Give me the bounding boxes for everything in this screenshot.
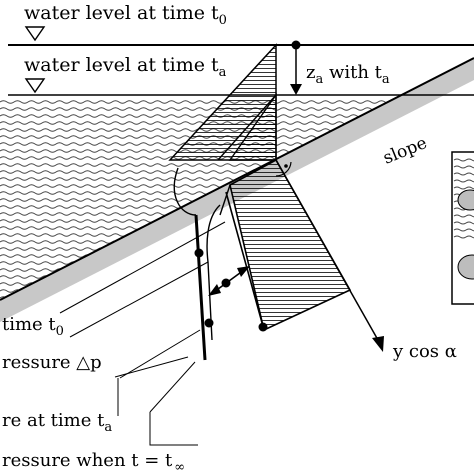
- right-angle-dot: [284, 164, 288, 168]
- water-level-ta-marker: [24, 78, 46, 94]
- inset-wave-line: [453, 179, 474, 183]
- inset-wave-line: [453, 214, 474, 218]
- wave-line: [0, 226, 474, 230]
- depth-axis-upper: [219, 184, 231, 216]
- inset-wave-line: [453, 186, 474, 190]
- label-pressure-inf: ressure when t = t∞: [2, 450, 185, 474]
- ta-profile-line: [225, 191, 265, 331]
- pressure-double-arrow-dot: [221, 278, 231, 288]
- wave-line: [0, 296, 474, 300]
- leader-lines: [59, 221, 226, 446]
- pressure-double-arrow-head-right: [237, 266, 250, 277]
- slope-line: [0, 57, 474, 301]
- water-level-t0-marker: [24, 26, 46, 42]
- label-pressure-ta: re at time ta: [2, 410, 112, 435]
- label-water-level-ta: water level at time ta: [24, 54, 227, 80]
- wave-line: [0, 170, 474, 174]
- label-slope: slope: [380, 133, 430, 169]
- label-water-level-t0: water level at time t0: [24, 2, 227, 28]
- inset-frame: [451, 151, 474, 305]
- dot-ta-profile: [258, 322, 268, 332]
- inset-wave-line: [453, 165, 474, 169]
- label-time-t0: time t0: [2, 314, 64, 339]
- y-axis-arrow-head: [372, 336, 384, 352]
- wave-line: [0, 163, 474, 167]
- pressure-curve-inf: [206, 204, 221, 341]
- wave-line: [0, 240, 474, 244]
- za-top-dot: [291, 40, 301, 50]
- inset-blob-upper: [457, 189, 474, 211]
- wave-line: [0, 247, 474, 251]
- label-za-with-ta: za with ta: [306, 62, 390, 87]
- inset-wave-line: [453, 158, 474, 162]
- label-y-cos-alpha: y cos α: [392, 341, 457, 362]
- inset-wave-line: [453, 172, 474, 176]
- wave-line: [0, 289, 474, 293]
- inset-wave-line: [453, 228, 474, 232]
- za-arrow-head: [290, 84, 302, 95]
- pressure-double-arrow-head-left: [208, 284, 221, 296]
- hydrostatic-triangle-ta-edge: [217, 94, 277, 161]
- dot-axis-lower: [204, 318, 214, 328]
- inset-wave-line: [453, 221, 474, 225]
- depth-axis: [194, 214, 207, 361]
- wave-line: [0, 219, 474, 223]
- inset-panel: [451, 151, 474, 305]
- inset-wave-line: [453, 235, 474, 239]
- wave-line: [0, 254, 474, 258]
- y-axis-arrow-line: [275, 159, 379, 341]
- inset-blob-lower: [457, 254, 474, 280]
- pressure-curve-t0: [173, 167, 197, 216]
- hydrostatic-triangle-ta: [228, 92, 277, 161]
- dot-axis-upper: [194, 248, 204, 258]
- label-pressure-dp: ressure △p: [2, 352, 102, 373]
